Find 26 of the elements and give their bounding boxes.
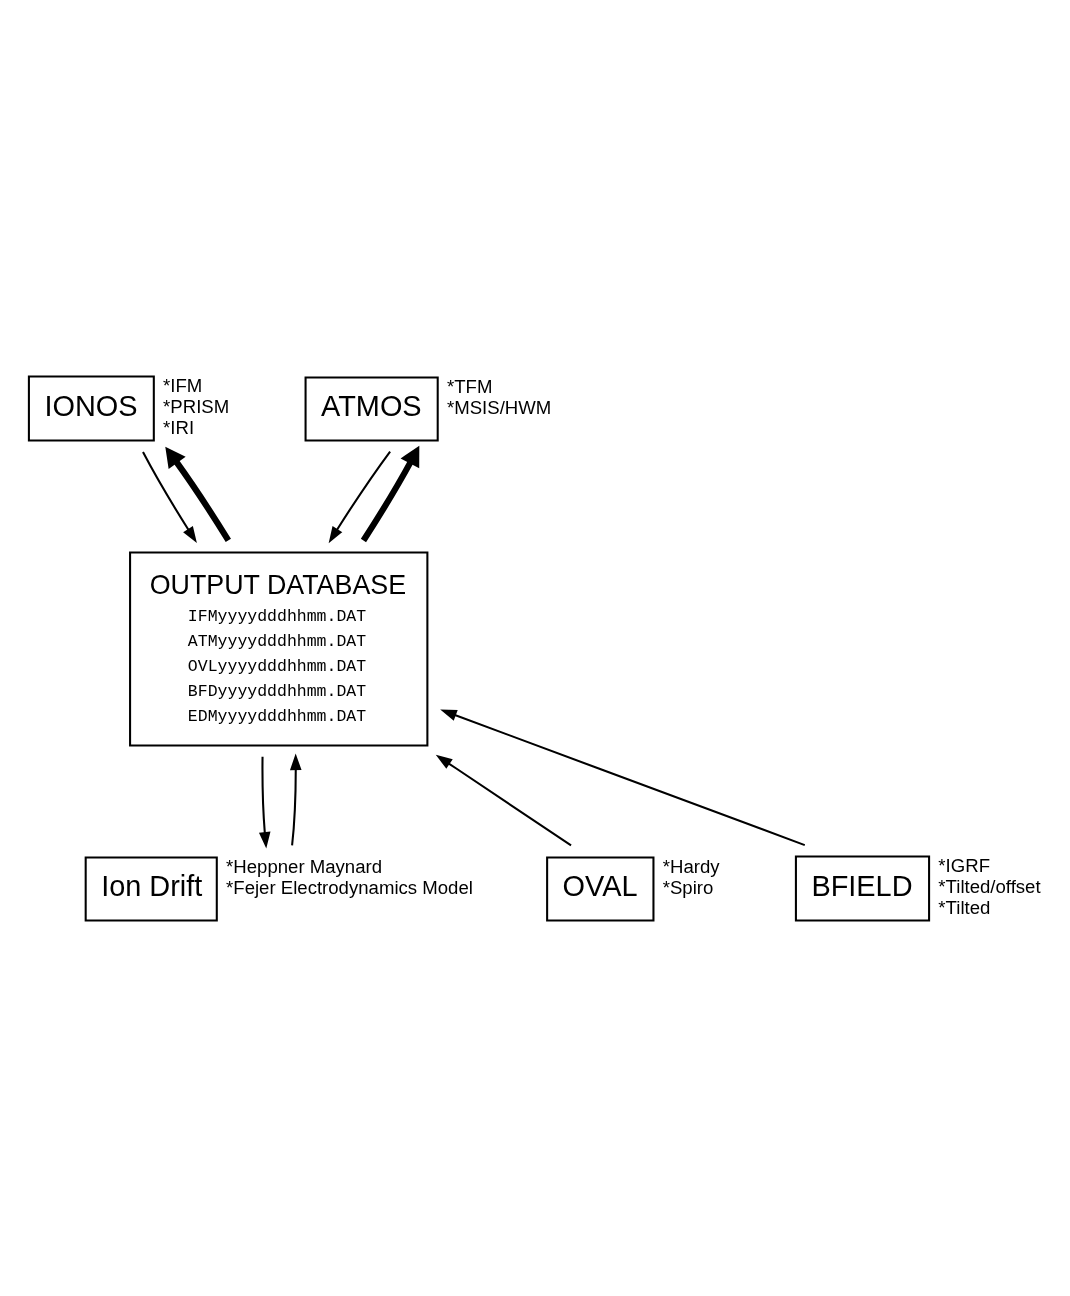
- node-label: *Tilted: [938, 896, 991, 918]
- node-box: OUTPUT DATABASE IFMyyyydddhhmm.DAT ATMyyyydddhhmm.DAT OVLyyyydddhhmm.DAT BFDyyyydddhhmm.DAT EDMyyyydddhhmm.DAT: [129, 550, 429, 747]
- node-label: *PRISM: [163, 395, 230, 417]
- arrow: [440, 709, 806, 846]
- node-label: *Hardy: [662, 855, 720, 877]
- arrow: [360, 445, 420, 542]
- node-box: IONOS: [27, 374, 155, 441]
- node-label: *MSIS/HWM: [447, 396, 552, 418]
- node-label: *IRI: [163, 416, 195, 438]
- node-box: BFIELD: [794, 855, 931, 922]
- arrow: [435, 754, 572, 846]
- node-box: OVAL: [546, 856, 655, 922]
- node-label: *Tilted/offset: [938, 875, 1041, 897]
- node-label: *IGRF: [938, 854, 990, 876]
- node-box: Ion Drift: [84, 856, 218, 922]
- arrow: [258, 756, 271, 849]
- node-label: *Heppner Maynard: [226, 855, 383, 877]
- node-label: *IFM: [163, 374, 203, 396]
- arrow: [328, 450, 391, 543]
- node-label: *Fejer Electrodynamics Model: [226, 876, 473, 898]
- arrow: [165, 446, 231, 542]
- arrow: [142, 451, 197, 543]
- node-label: *TFM: [447, 375, 493, 397]
- node-label: *Spiro: [662, 876, 714, 898]
- node-box: ATMOS: [304, 376, 439, 441]
- arrow: [290, 753, 302, 846]
